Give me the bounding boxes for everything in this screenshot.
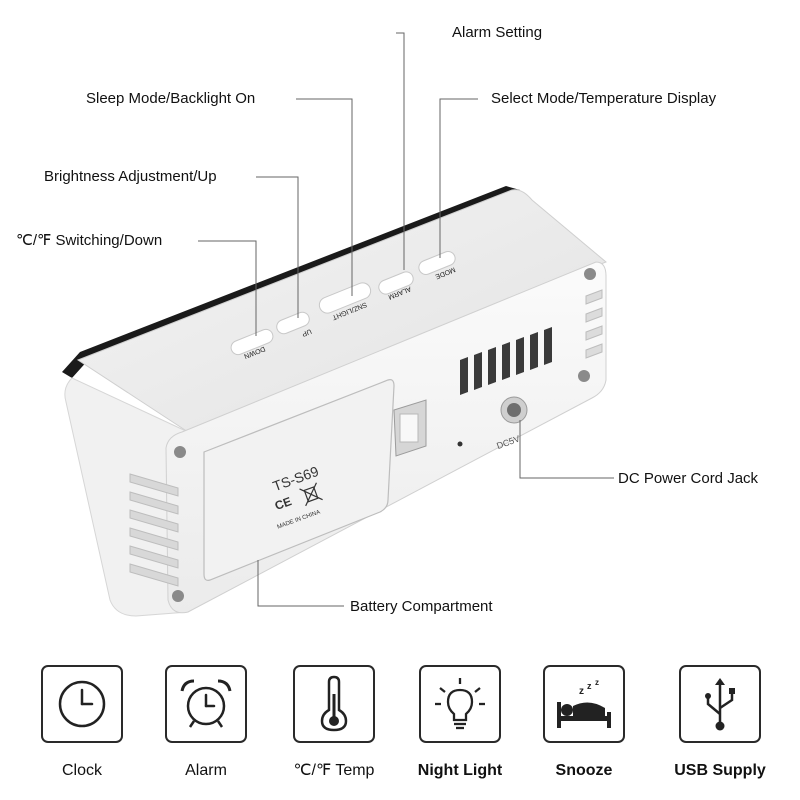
clock-icon — [58, 680, 106, 728]
feature-label: ℃/℉ Temp — [293, 762, 375, 779]
feature-snooze: z z z Snooze — [538, 665, 630, 781]
svg-text:z: z — [595, 678, 599, 687]
feature-temp: ℃/℉ Temp — [288, 665, 380, 781]
alarm-clock-device-illustration: DOWN UP SNZ/LIGHT ALARM MODE TS-S69 CE M… — [62, 32, 614, 617]
battery-latch — [393, 399, 427, 457]
battery-compartment-cover — [203, 379, 395, 581]
top-buttons — [230, 251, 456, 356]
lightbulb-icon — [435, 678, 485, 730]
thermometer-icon — [320, 675, 348, 732]
ce-mark: CE — [273, 494, 293, 513]
feature-label: Night Light — [417, 762, 503, 779]
feature-label: Clock — [61, 762, 102, 779]
button-label: UP — [300, 327, 312, 337]
usb-icon — [705, 678, 735, 731]
callout-switching: ℃/℉ Switching/Down — [16, 232, 163, 249]
weee-bin-icon — [299, 482, 323, 507]
right-vent-slots — [585, 289, 603, 359]
feature-label: Alarm — [185, 762, 227, 779]
callout-leader-lines — [198, 32, 614, 607]
screw-icon — [578, 370, 590, 382]
callout-brightness: Brightness Adjustment/Up — [44, 168, 217, 185]
feature-usb: USB Supply — [674, 665, 766, 781]
device-top-surface — [76, 189, 607, 433]
sleeping-bed-icon: z z z — [557, 678, 611, 728]
left-vent-slots — [129, 473, 179, 587]
screw-icon — [172, 590, 184, 602]
callout-select-mode: Select Mode/Temperature Display — [491, 90, 717, 107]
feature-label: Snooze — [555, 762, 613, 779]
callout-sleep-mode: Sleep Mode/Backlight On — [86, 90, 256, 107]
callout-battery: Battery Compartment — [350, 598, 493, 615]
feature-night-light: Night Light — [414, 665, 506, 781]
svg-text:z: z — [587, 681, 592, 691]
feature-clock: Clock — [36, 665, 128, 781]
callout-alarm-setting: Alarm Setting — [452, 24, 543, 41]
back-grille — [460, 327, 552, 395]
screw-icon — [174, 446, 186, 458]
dc-jack — [500, 396, 528, 424]
feature-alarm: Alarm — [160, 665, 252, 781]
feature-label: USB Supply — [674, 762, 766, 779]
callout-dc-jack: DC Power Cord Jack — [618, 470, 759, 487]
screw-icon — [584, 268, 596, 280]
alarm-clock-icon — [180, 679, 232, 728]
svg-text:z: z — [579, 686, 584, 697]
